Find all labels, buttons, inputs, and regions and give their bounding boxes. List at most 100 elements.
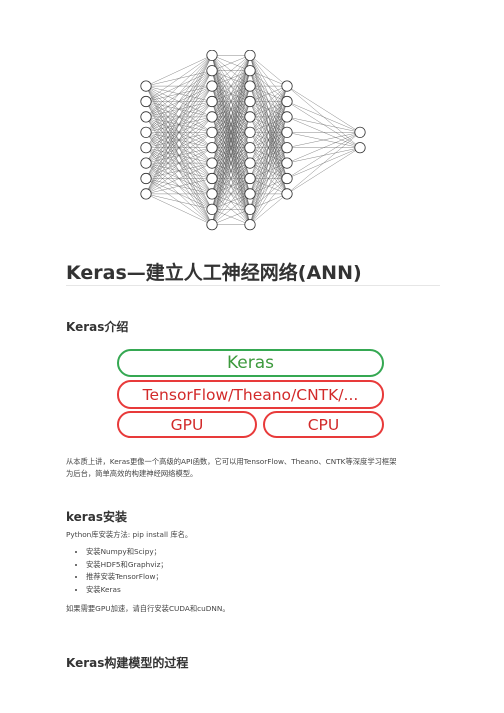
connection — [145, 132, 213, 195]
connection — [211, 55, 251, 133]
connection — [145, 70, 213, 194]
neuron-layer-2 — [206, 188, 218, 200]
neuron-layer-3 — [244, 219, 256, 231]
gpu-note: 如果需要GPU加速，请自行安装CUDA和cuDNN。 — [66, 604, 230, 613]
neuron-layer-3 — [244, 80, 256, 92]
neuron-layer-2 — [206, 157, 218, 169]
neuron-layer-3 — [244, 157, 256, 169]
connection — [211, 55, 251, 164]
neuron-layer-4 — [281, 157, 293, 169]
arch-cpu-box: CPU — [263, 411, 384, 438]
neuron-layer-2 — [206, 65, 218, 77]
arch-backend-label: TensorFlow/Theano/CNTK/... — [142, 385, 359, 404]
connection — [211, 70, 251, 225]
neuron-layer-2 — [206, 203, 218, 215]
neuron-layer-3 — [244, 65, 256, 77]
neuron-layer-1 — [140, 126, 152, 138]
connection — [249, 132, 288, 225]
neuron-layer-4 — [281, 95, 293, 108]
neuron-layer-1 — [140, 80, 152, 92]
neuron-layer-3 — [244, 142, 256, 154]
connection — [145, 55, 213, 118]
neuron-layer-5 — [354, 126, 366, 138]
neuron-layer-2 — [206, 80, 218, 92]
connection — [211, 116, 251, 225]
connection — [211, 147, 251, 225]
connection — [286, 132, 361, 164]
neuron-layer-2 — [206, 142, 218, 154]
connection — [249, 85, 288, 102]
connection — [249, 86, 288, 179]
neuron-layer-3 — [244, 203, 256, 215]
connection — [249, 86, 288, 210]
neural-network-diagram — [140, 50, 366, 231]
neuron-layer-4 — [281, 126, 293, 138]
connection — [249, 163, 288, 225]
connection — [211, 178, 251, 225]
neuron-layer-3 — [244, 111, 256, 123]
connection — [249, 101, 288, 225]
intro-heading: Keras介绍 — [66, 320, 129, 334]
neuron-layer-1 — [140, 157, 152, 169]
list-item: 安装Numpy和Scipy； — [86, 546, 168, 559]
neuron-layer-3 — [244, 188, 256, 200]
neuron-layer-1 — [140, 111, 152, 123]
neuron-layer-2 — [206, 95, 218, 108]
connection — [145, 147, 213, 195]
connection — [211, 55, 251, 102]
neuron-layer-3 — [244, 95, 256, 108]
arch-gpu-box: GPU — [117, 411, 257, 438]
connection — [145, 55, 213, 133]
neuron-layer-2 — [206, 50, 218, 61]
neuron-layer-1 — [140, 142, 152, 154]
list-item: 安装HDF5和Graphviz； — [86, 559, 168, 572]
connection — [211, 55, 251, 179]
connection — [286, 132, 361, 179]
connection — [145, 55, 213, 87]
process-heading: Keras构建模型的过程 — [66, 656, 189, 670]
neuron-layer-2 — [206, 126, 218, 138]
connection — [211, 209, 251, 225]
neuron-layer-1 — [140, 95, 152, 108]
connection — [145, 101, 213, 195]
neuron-layer-4 — [281, 188, 293, 200]
install-steps-list: 安装Numpy和Scipy； 安装HDF5和Graphviz； 推荐安装Tens… — [74, 546, 168, 596]
connection — [249, 86, 288, 225]
connection — [145, 86, 213, 194]
arch-keras-layer: Keras — [117, 349, 384, 377]
connection — [211, 132, 251, 225]
neuron-layer-2 — [206, 172, 218, 185]
neuron-layer-5 — [354, 142, 366, 154]
connection — [286, 116, 361, 133]
connection — [211, 55, 251, 210]
list-item: 安装Keras — [86, 584, 168, 597]
connection — [249, 55, 288, 87]
connection — [145, 55, 213, 102]
connection — [211, 101, 251, 225]
connection — [249, 70, 288, 87]
connection — [145, 55, 213, 164]
connection — [211, 55, 251, 117]
connection — [145, 55, 213, 179]
connection — [145, 55, 213, 148]
neuron-layer-2 — [206, 219, 218, 231]
list-item: 推荐安装TensorFlow； — [86, 571, 168, 584]
neuron-layer-1 — [140, 172, 152, 185]
neuron-layer-4 — [281, 111, 293, 123]
connection — [145, 193, 213, 210]
connection — [211, 86, 251, 225]
connection — [249, 86, 288, 148]
connection — [249, 86, 288, 164]
intro-line-2: 为后台，简单高效的构建神经网络模型。 — [66, 469, 198, 478]
connection — [249, 86, 288, 194]
arch-keras-label: Keras — [226, 353, 275, 373]
connections — [145, 55, 361, 225]
connection — [286, 147, 361, 195]
connection — [211, 193, 251, 225]
connection — [211, 55, 251, 71]
intro-paragraph: 从本质上讲，Keras更像一个高级的API函数，它可以用TensorFlow、T… — [66, 456, 397, 480]
neuron-layer-4 — [281, 172, 293, 185]
neuron-layer-3 — [244, 50, 256, 61]
connection — [249, 178, 288, 225]
connection — [249, 193, 288, 225]
